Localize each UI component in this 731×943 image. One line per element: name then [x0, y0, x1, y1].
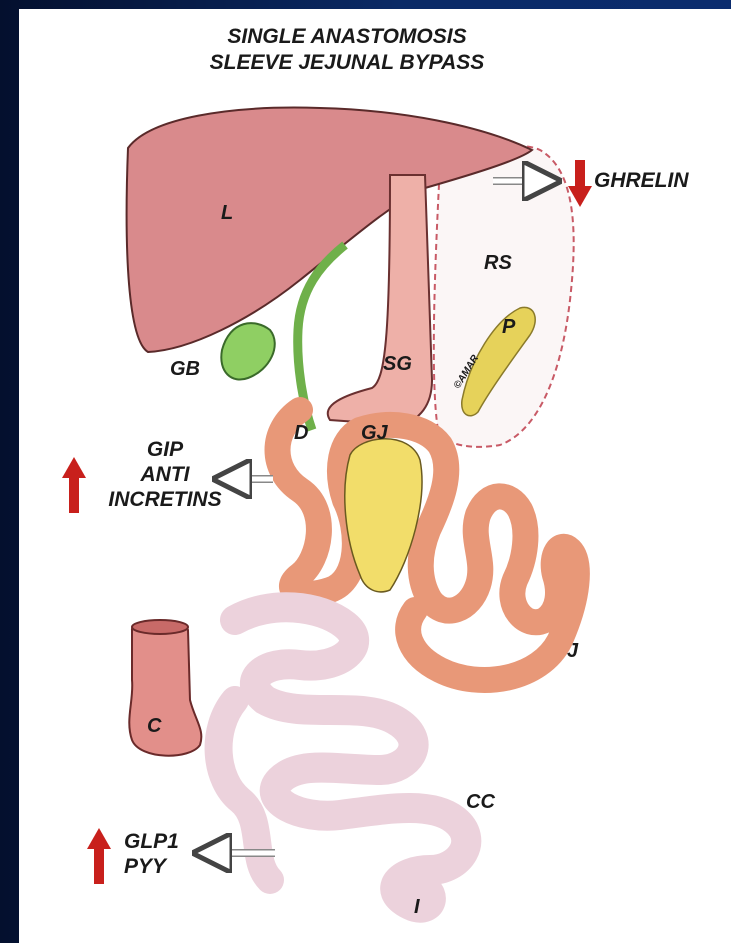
- label-glp-block: GLP1 PYY: [124, 829, 179, 879]
- label-anti: ANTI: [90, 462, 240, 487]
- label-gastrojejunostomy: GJ: [361, 422, 388, 445]
- jejunum-shape: [278, 410, 577, 680]
- label-glp1: GLP1: [124, 829, 179, 854]
- label-ghrelin: GHRELIN: [594, 168, 689, 193]
- label-gip-block: GIP ANTI INCRETINS: [90, 437, 240, 512]
- label-jejunum: J: [567, 640, 578, 663]
- resected-stomach-shape: [434, 146, 574, 447]
- ghrelin-down-arrow-icon: [568, 160, 592, 207]
- gallbladder-shape: [221, 323, 274, 379]
- label-resected-stomach: RS: [484, 252, 512, 275]
- gip-up-arrow-icon: [62, 457, 86, 513]
- label-gallbladder: GB: [170, 358, 200, 381]
- glp-up-arrow-icon: [87, 828, 111, 884]
- label-liver: L: [221, 202, 233, 225]
- label-ileum: I: [414, 896, 420, 919]
- label-incretins: INCRETINS: [90, 487, 240, 512]
- label-common-channel: CC: [466, 791, 495, 814]
- label-gip: GIP: [90, 437, 240, 462]
- label-colon: C: [147, 715, 161, 738]
- colon-shape: [129, 622, 201, 756]
- label-pancreas: P: [502, 316, 515, 339]
- label-pyy: PYY: [124, 854, 179, 879]
- label-duodenum: D: [294, 422, 308, 445]
- label-sleeve-gastrectomy: SG: [383, 353, 412, 376]
